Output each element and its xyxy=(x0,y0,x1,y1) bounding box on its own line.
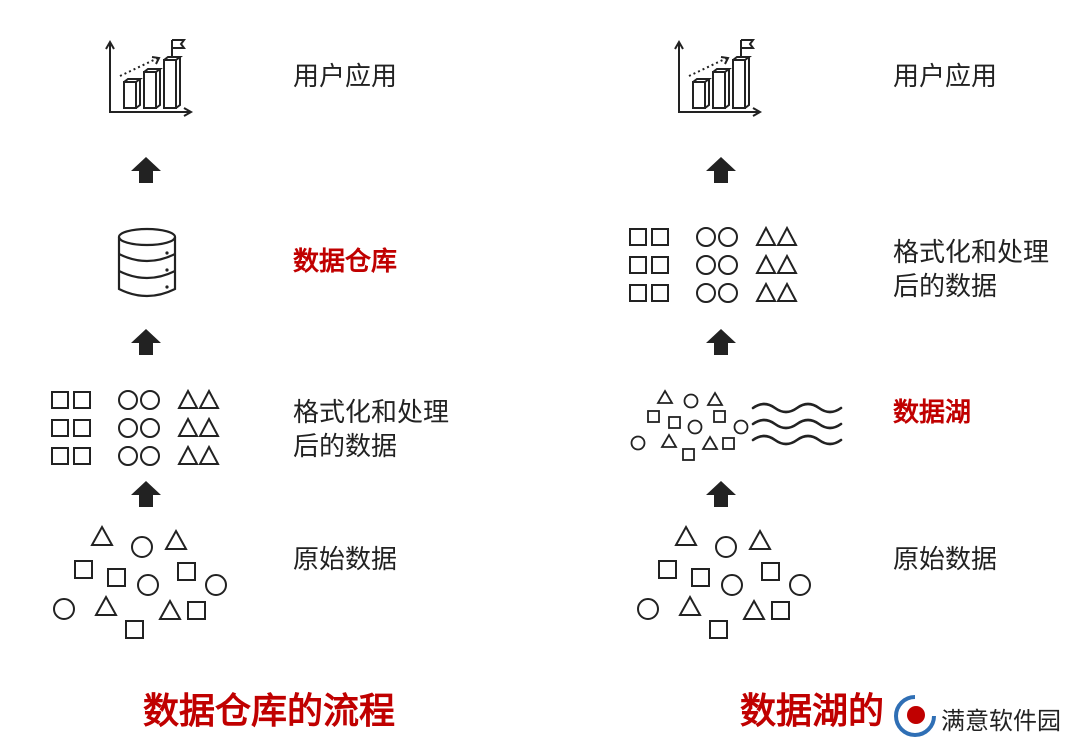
raw-label: 原始数据 xyxy=(893,545,998,575)
watermark-logo-icon xyxy=(894,694,937,737)
up-arrow-icon xyxy=(706,157,736,183)
warehouse-title: 数据仓库的流程 xyxy=(143,691,396,732)
raw-label: 原始数据 xyxy=(293,545,398,575)
waves-icon xyxy=(751,402,843,446)
up-arrow-icon xyxy=(706,329,736,355)
up-arrow-icon xyxy=(131,329,161,355)
raw-shapes-icon xyxy=(53,526,227,639)
chart-icon xyxy=(674,39,761,117)
processed-label-line1: 格式化和处理 xyxy=(293,398,450,428)
warehouse-label: 数据仓库 xyxy=(293,247,398,277)
up-arrow-icon xyxy=(131,157,161,183)
formatted-shapes-icon xyxy=(51,390,219,466)
lake-shapes-icon xyxy=(630,390,749,461)
database-icon xyxy=(117,227,177,298)
apps-label: 用户应用 xyxy=(893,62,998,92)
up-arrow-icon xyxy=(131,481,161,507)
formatted-shapes-icon xyxy=(629,227,797,303)
lake-title: 数据湖的 xyxy=(740,691,885,732)
lake-label: 数据湖 xyxy=(893,398,972,428)
chart-icon xyxy=(105,39,192,117)
processed-label-line2: 后的数据 xyxy=(893,272,998,302)
raw-shapes-icon xyxy=(637,526,811,639)
watermark-text: 满意软件园 xyxy=(941,707,1061,735)
processed-label-line2: 后的数据 xyxy=(293,432,398,462)
processed-label-line1: 格式化和处理 xyxy=(893,238,1050,268)
apps-label: 用户应用 xyxy=(293,62,398,92)
up-arrow-icon xyxy=(706,481,736,507)
